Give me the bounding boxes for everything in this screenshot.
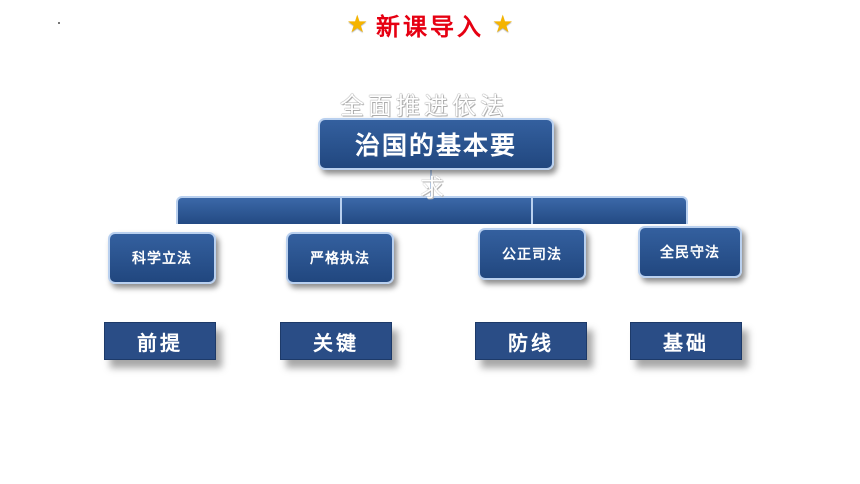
node-yange-zhifa: 严格执法 [286, 232, 394, 284]
node-quanmin-shoufa: 全民守法 [638, 226, 742, 278]
connector-bar [176, 196, 688, 224]
ghost-text-bottom: 求 [420, 174, 444, 202]
node-gongzheng-sifa: 公正司法 [478, 228, 586, 280]
role-label-jichu: 基础 [630, 322, 742, 360]
title-text: 新课导入 [376, 12, 484, 41]
connector-line [340, 196, 342, 224]
page-title: ★ 新课导入 ★ [300, 6, 560, 42]
star-icon: ★ [492, 10, 514, 38]
stray-dot [58, 22, 60, 24]
root-node: 治国的基本要 [318, 118, 554, 170]
role-label-qianti: 前提 [104, 322, 216, 360]
role-label-fangxian: 防线 [475, 322, 587, 360]
node-kexue-lifa: 科学立法 [108, 232, 216, 284]
ghost-text-top: 全面推进依法 [340, 92, 508, 120]
connector-line [430, 170, 432, 196]
connector-line [531, 196, 533, 224]
star-icon: ★ [346, 10, 368, 38]
role-label-guanjian: 关键 [280, 322, 392, 360]
